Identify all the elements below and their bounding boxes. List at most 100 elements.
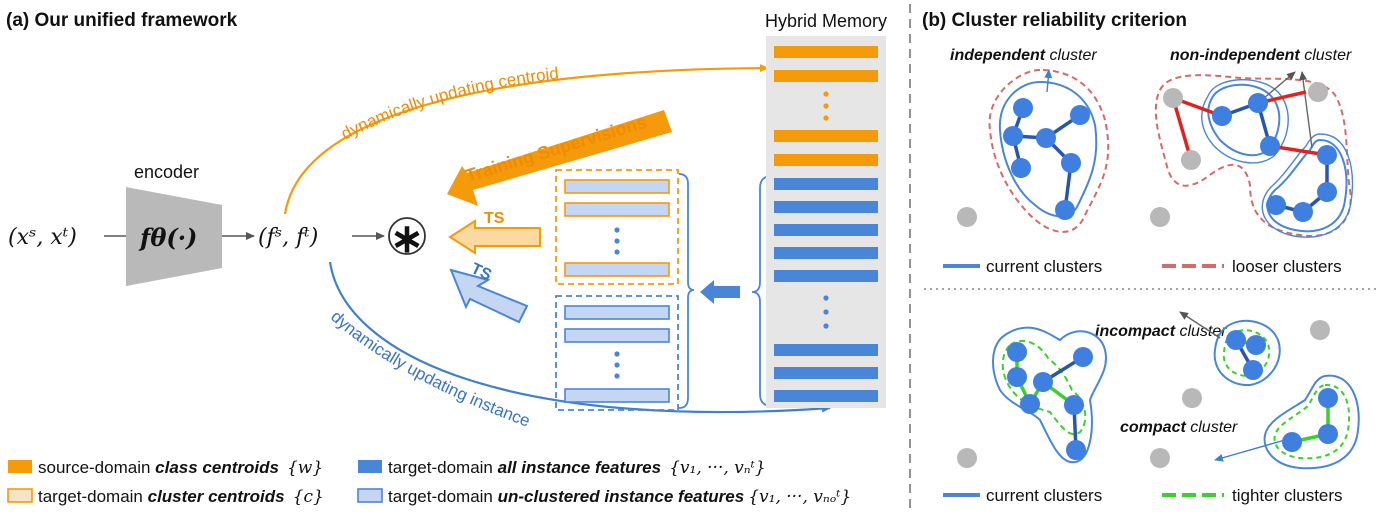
current-cluster-boundary: [992, 326, 1107, 464]
ellipsis-dot: [614, 351, 620, 357]
ellipsis-dot: [614, 362, 620, 368]
small-boxes-bracket: [678, 173, 695, 409]
updating-instance-label: dynamically updating instance: [327, 307, 533, 431]
current-cluster-boundary-outer: [1261, 133, 1354, 238]
updating-centroid-label: dynamically updating centroid: [338, 64, 560, 144]
cluster-centroid-bar: [564, 179, 670, 194]
current-cluster-boundary: [1213, 319, 1281, 387]
cluster-node: [1013, 98, 1033, 118]
outlier-node: [1308, 82, 1328, 102]
memory-instance-bar: [774, 367, 878, 379]
current-cluster-boundary: [998, 80, 1098, 218]
unclustered-instance-bar: [564, 388, 670, 403]
cluster-node: [1036, 128, 1056, 148]
independent-cluster-label: independent cluster: [950, 47, 1097, 64]
tighter-cluster-boundary: [1273, 383, 1351, 460]
cluster-node: [1282, 432, 1302, 452]
legend-class-centroids: source-domain class centroids{w}: [38, 458, 323, 478]
cluster-node: [1003, 126, 1023, 146]
cluster-node: [1055, 200, 1075, 220]
input-label: (xˢ, xᵗ): [8, 225, 77, 250]
cluster-node: [1317, 145, 1337, 165]
operator-circle: [388, 217, 426, 255]
unclustered-instance-bar: [564, 305, 670, 320]
legend-swatch-all-instances: [358, 460, 382, 473]
cluster-node: [1007, 367, 1027, 387]
memory-instance-bar: [774, 390, 878, 402]
outlier-node: [1181, 150, 1201, 170]
cluster-node: [1266, 195, 1286, 215]
incompact-cluster-label: incompact cluster: [1095, 323, 1227, 340]
ellipsis-dot: [823, 103, 829, 109]
outlier-node: [1182, 388, 1202, 408]
ts-orange-arrow: [448, 219, 541, 255]
cluster-centroids-box: [555, 169, 679, 285]
ts-orange-label: TS: [484, 210, 505, 227]
cluster-node: [1226, 330, 1246, 350]
cluster-node: [1318, 424, 1338, 444]
cluster-node: [1007, 342, 1027, 362]
legend-cluster-centroids: target-domain cluster centroids{c}: [38, 487, 324, 507]
memory-centroid-bar: [774, 70, 878, 82]
ellipsis-dot: [823, 91, 829, 97]
memory-instance-bar: [774, 224, 878, 236]
ellipsis-dot: [614, 373, 620, 379]
legend-looser-clusters: looser clusters: [1232, 257, 1342, 276]
non-independent-cluster-label: non-independent cluster: [1170, 47, 1352, 64]
memory-centroid-bar: [774, 130, 878, 142]
memory-centroid-bar: [774, 46, 878, 58]
memory-instance-bar: [774, 344, 878, 356]
ellipsis-dot: [614, 249, 620, 255]
looser-cluster-boundary: [1154, 74, 1352, 237]
memory-instance-bar: [774, 270, 878, 282]
encoder-block: [126, 187, 222, 286]
cluster-node: [1318, 388, 1338, 408]
cluster-node: [1061, 153, 1081, 173]
legend-current-clusters-bottom: current clusters: [986, 486, 1102, 505]
non-independent-pointer: [1299, 71, 1313, 149]
current-cluster-boundary: [1263, 374, 1360, 470]
cluster-centroid-bar: [564, 262, 670, 277]
cluster-node: [1066, 440, 1086, 460]
compact-pointer: [1214, 439, 1286, 462]
cluster-node: [1212, 106, 1232, 126]
cluster-node: [1260, 136, 1280, 156]
ellipsis-dot: [823, 323, 829, 329]
cluster-node: [1293, 202, 1313, 222]
compact-cluster-label: compact cluster: [1120, 419, 1238, 436]
cluster-node: [1070, 105, 1090, 125]
ellipsis-dot: [614, 227, 620, 233]
outlier-node: [957, 448, 977, 468]
legend-swatch-unclustered-instances: [357, 488, 383, 503]
legend-all-instances: target-domain all instance features{v₁, …: [388, 458, 766, 478]
cluster-node: [1243, 360, 1263, 380]
cluster-node: [1020, 394, 1040, 414]
updating-centroid-curve: [283, 64, 769, 215]
ellipsis-dot: [823, 295, 829, 301]
ts-blue-arrow: [449, 268, 529, 324]
memory-instance-bar: [774, 247, 878, 259]
cluster-node: [1246, 335, 1266, 355]
feature-label: (fˢ, fᵗ): [258, 225, 318, 250]
panel-b-title: (b) Cluster reliability criterion: [922, 10, 1187, 31]
panel-a-title: (a) Our unified framework: [6, 10, 238, 31]
cluster-centroid-bar: [564, 202, 670, 217]
current-cluster-boundary-outer: [1201, 79, 1289, 164]
memory-instance-bar: [774, 201, 878, 213]
outlier-node: [1150, 448, 1170, 468]
unclustered-instances-box: [555, 295, 679, 411]
operator-symbol: ∗: [390, 217, 424, 261]
cluster-node: [1317, 182, 1337, 202]
memory-to-boxes-arrow: [700, 280, 740, 304]
cluster-node: [1033, 372, 1053, 392]
incompact-pointer: [1179, 311, 1221, 339]
encoder-function: fθ(·): [138, 223, 197, 252]
cluster-node: [1248, 93, 1268, 113]
hybrid-memory-title: Hybrid Memory: [765, 11, 887, 31]
training-supervisions-label: Training Supervisions: [463, 112, 649, 186]
legend-unclustered-instances: target-domain un-clustered instance feat…: [388, 487, 851, 507]
ellipsis-dot: [823, 115, 829, 121]
updating-instance-curve: [328, 261, 831, 414]
